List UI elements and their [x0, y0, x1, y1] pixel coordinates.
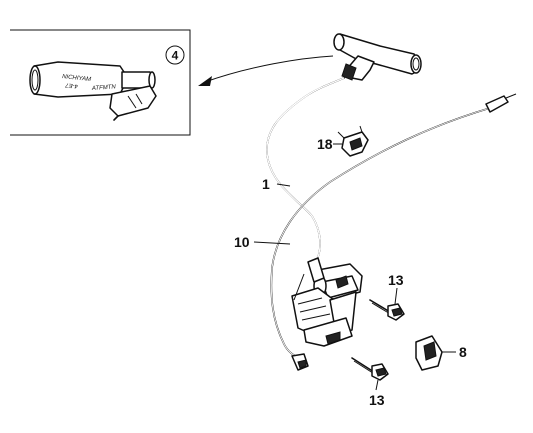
inset-cap-label: NICHIYAM	[62, 74, 91, 83]
callout-wire-clip: 18	[317, 136, 333, 152]
leader-bolt-lower	[375, 379, 379, 391]
callout-clamp: 8	[459, 344, 467, 360]
inset-arrow	[198, 55, 334, 86]
leader-ignition-coil	[276, 183, 291, 187]
callout-bolt-lower: 13	[369, 392, 385, 408]
inset-detail: 4 NICHIYAM 4-E7 ATFMTN	[10, 29, 191, 136]
callout-ignition-coil: 1	[262, 176, 270, 192]
callout-stop-switch-wire: 10	[234, 234, 250, 250]
inset-cap-sublabel: 4-E7	[64, 81, 78, 88]
inset-cap-code: ATFMTN	[91, 84, 117, 92]
inset-ref-number: 4	[172, 49, 179, 63]
wire-clip	[337, 125, 369, 157]
inset-frame	[10, 29, 191, 136]
bolt-upper	[369, 299, 405, 321]
bolt-lower	[351, 357, 389, 381]
arrow-head	[198, 76, 212, 86]
clamp	[415, 335, 443, 371]
callouts: 1 10 18 13 13 8	[234, 136, 467, 408]
stop-switch-wire	[270, 93, 517, 371]
ignition-coil-wire	[266, 77, 345, 263]
callout-bolt-upper: 13	[388, 272, 404, 288]
leader-stop-switch-wire	[253, 241, 291, 245]
ignition-coil	[291, 257, 363, 347]
leader-bolt-upper	[394, 287, 398, 305]
spark-plug-cap	[333, 33, 422, 81]
inset-plug-cap	[29, 61, 157, 121]
inset-ref-circle	[165, 45, 185, 65]
